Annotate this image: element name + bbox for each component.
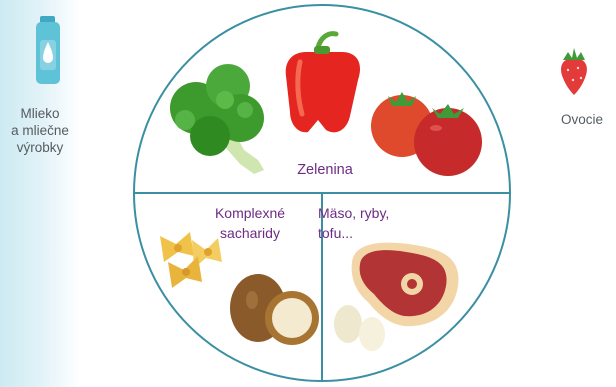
protein-label: Mäso, ryby, tofu... xyxy=(318,203,428,243)
vegetables-label: Zelenina xyxy=(270,162,380,179)
milk-products-label: Mlieko a mliečne výrobky xyxy=(0,105,80,156)
fruit-label: Ovocie xyxy=(548,111,616,128)
complex-carbs-label: Komplexné sacharidy xyxy=(200,203,300,243)
strawberry-icon xyxy=(561,48,587,95)
milk-carton-icon xyxy=(36,16,60,84)
